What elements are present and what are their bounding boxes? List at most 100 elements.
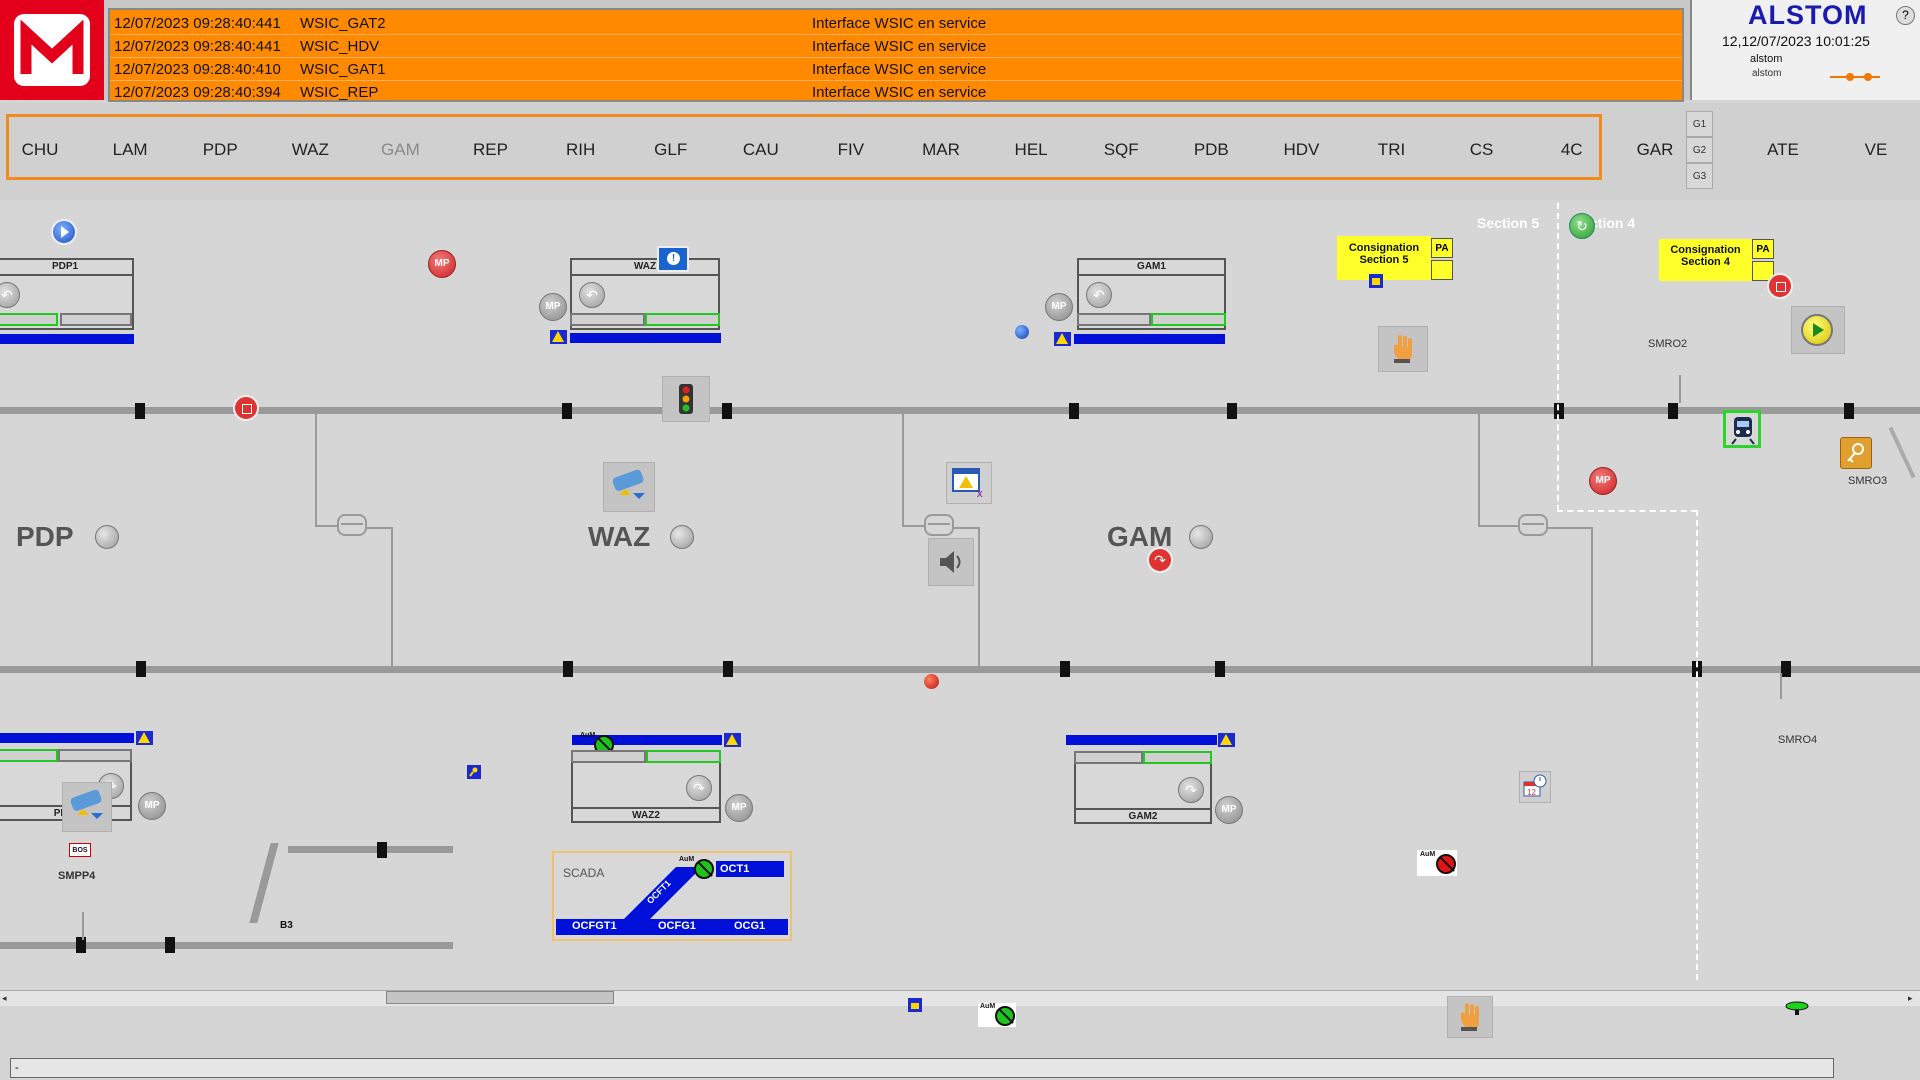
warning-icon	[1054, 332, 1071, 346]
alarm-list[interactable]: 12/07/2023 09:28:40:441 WSIC_GAT2 Interf…	[108, 8, 1684, 102]
connector-line	[1478, 414, 1480, 526]
train-icon[interactable]	[1723, 410, 1761, 448]
signal-stub	[1679, 375, 1681, 403]
calendar-clock-icon[interactable]: 12	[1519, 771, 1551, 803]
traffic-light-icon[interactable]	[662, 376, 710, 422]
platform-occupancy-bar	[1074, 334, 1225, 344]
bos-indicator[interactable]: BOS	[69, 843, 91, 857]
track-joint	[1844, 403, 1854, 419]
scroll-right-icon[interactable]: ▸	[1908, 993, 1913, 1003]
alarm-window-icon[interactable]: x	[946, 462, 992, 504]
station-tab-ve[interactable]: VE	[1864, 140, 1888, 159]
platform-door-status	[646, 750, 721, 763]
help-button[interactable]: ?	[1896, 6, 1915, 25]
train-transfer-icon[interactable]	[603, 462, 655, 512]
station-status-light[interactable]	[670, 525, 694, 549]
stop-icon[interactable]	[233, 395, 259, 421]
consignation-title: Consignation	[1670, 244, 1741, 256]
hand-stop-icon[interactable]	[1378, 326, 1428, 372]
mp-button[interactable]: MP	[428, 250, 456, 278]
hand-stop-icon[interactable]	[1447, 996, 1493, 1038]
horizontal-scrollbar[interactable]: ◂ ▸	[0, 990, 1920, 1007]
aum-inactive-icon[interactable]	[1436, 854, 1456, 874]
mp-button[interactable]: MP	[138, 792, 166, 820]
station-tab-lam[interactable]: LAM	[112, 140, 148, 159]
station-tab-hdv[interactable]: HDV	[1283, 140, 1320, 159]
station-tab-chu[interactable]: CHU	[21, 140, 59, 159]
section-boundary	[1557, 203, 1559, 511]
platform-occupancy-bar	[1066, 735, 1217, 745]
mp-button[interactable]: MP	[1215, 796, 1243, 824]
alarm-message: Interface WSIC en service	[812, 38, 987, 55]
station-tab-hel[interactable]: HEL	[1014, 140, 1048, 159]
station-tab-gam[interactable]: GAM	[381, 140, 420, 159]
info-panel-icon[interactable]: !	[657, 246, 689, 272]
group-button-g3[interactable]: G3	[1686, 163, 1713, 189]
lock-icon[interactable]	[908, 998, 922, 1012]
scada-ocfg1[interactable]: OCFG1	[658, 920, 696, 932]
pa-button[interactable]: PA	[1752, 239, 1774, 259]
mp-button[interactable]: MP	[539, 293, 567, 321]
station-tab-ate[interactable]: ATE	[1767, 140, 1799, 159]
station-tab-fiv[interactable]: FIV	[837, 140, 865, 159]
pa-status	[1752, 261, 1774, 281]
alarm-row[interactable]: 12/07/2023 09:28:40:441 WSIC_HDV Interfa…	[110, 35, 1682, 58]
station-tab-rep[interactable]: REP	[473, 140, 508, 159]
group-button-g1[interactable]: G1	[1686, 111, 1713, 137]
station-tab-cau[interactable]: CAU	[742, 140, 779, 159]
return-arrow-icon[interactable]: ↶	[0, 282, 20, 308]
track-joint	[1060, 661, 1070, 677]
track-joint	[1215, 661, 1225, 677]
play-icon[interactable]	[51, 219, 77, 245]
station-tab-4c[interactable]: 4C	[1560, 140, 1583, 159]
train-transfer-icon[interactable]	[62, 782, 112, 832]
station-status-light[interactable]	[95, 525, 119, 549]
station-tab-tri[interactable]: TRI	[1377, 140, 1406, 159]
scada-panel[interactable]: SCADA OCT1 OCFGT1 OCFG1 OCG1 OCFT1 AuM	[552, 851, 792, 941]
scrollbar-thumb[interactable]	[386, 991, 614, 1004]
refresh-section-icon[interactable]: ↻	[1569, 213, 1595, 239]
scada-oct1[interactable]: OCT1	[716, 861, 784, 877]
station-tab-glf[interactable]: GLF	[654, 140, 688, 159]
scroll-left-icon[interactable]: ◂	[2, 993, 7, 1003]
station-tab-sqf[interactable]: SQF	[1103, 140, 1139, 159]
redirect-arrow-icon[interactable]: ↷	[1147, 547, 1173, 573]
alarm-row[interactable]: 12/07/2023 09:28:40:410 WSIC_GAT1 Interf…	[110, 58, 1682, 81]
return-arrow-icon[interactable]: ↶	[579, 282, 605, 308]
alarm-row[interactable]: 12/07/2023 09:28:40:394 WSIC_REP Interfa…	[110, 81, 1682, 103]
stop-icon[interactable]	[1767, 273, 1793, 299]
play-section-icon[interactable]	[1791, 306, 1845, 354]
return-arrow-icon[interactable]: ↶	[1086, 282, 1112, 308]
redirect-arrow-icon[interactable]: ↷	[686, 775, 712, 801]
station-tab-waz[interactable]: WAZ	[291, 140, 329, 159]
mp-button[interactable]: MP	[1589, 467, 1617, 495]
consignation-section-4[interactable]: Consignation Section 4	[1659, 239, 1752, 281]
group-button-g2[interactable]: G2	[1686, 137, 1713, 163]
aum-active-icon[interactable]	[694, 859, 714, 879]
scada-ocg1[interactable]: OCG1	[734, 920, 766, 932]
scada-title: SCADA	[563, 866, 605, 880]
alarm-row[interactable]: 12/07/2023 09:28:40:441 WSIC_GAT2 Interf…	[110, 12, 1682, 35]
scada-ocfgt1[interactable]: OCFGT1	[572, 920, 617, 932]
mp-button[interactable]: MP	[725, 794, 753, 822]
track-lower	[0, 666, 1920, 673]
consignation-section-5[interactable]: Consignation Section 5	[1337, 236, 1431, 280]
track-joint	[1069, 403, 1079, 419]
redirect-arrow-icon[interactable]: ↷	[1178, 777, 1204, 803]
key-icon[interactable]	[1840, 437, 1872, 469]
platform-door-status	[0, 313, 58, 326]
station-tab-mar[interactable]: MAR	[922, 140, 960, 159]
station-tab-rih[interactable]: RIH	[565, 140, 596, 159]
station-status-light[interactable]	[1189, 525, 1213, 549]
aum-active-icon[interactable]	[995, 1006, 1015, 1026]
pa-button[interactable]: PA	[1431, 238, 1453, 258]
station-tab-gar[interactable]: GAR	[1636, 140, 1674, 159]
command-input[interactable]: -	[10, 1058, 1834, 1078]
green-lamp-icon[interactable]	[1784, 1000, 1810, 1016]
platform-title: PDP1	[0, 260, 132, 276]
station-tab-pdp[interactable]: PDP	[202, 140, 238, 159]
station-tab-cs[interactable]: CS	[1469, 140, 1494, 159]
station-tab-pdb[interactable]: PDB	[1193, 140, 1229, 159]
mp-button[interactable]: MP	[1045, 293, 1073, 321]
speaker-icon[interactable]	[928, 538, 974, 586]
